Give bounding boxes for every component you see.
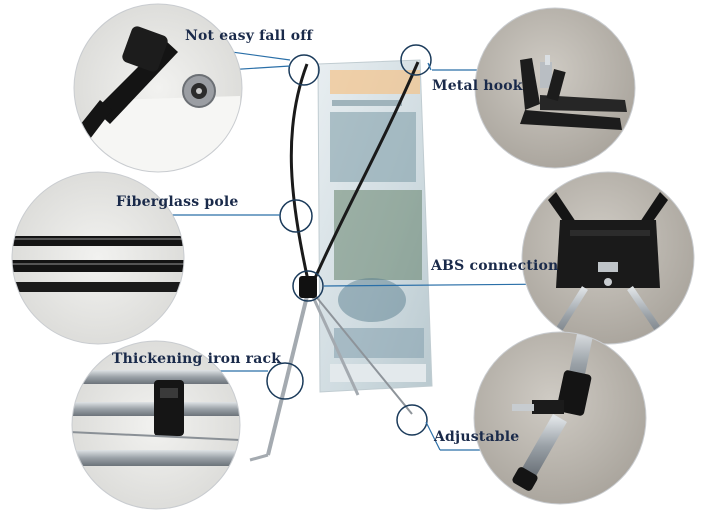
label-abs-connection: ABS connection <box>431 258 559 274</box>
label-adjustable: Adjustable <box>434 429 520 445</box>
detail-fiberglass-pole <box>12 172 184 344</box>
detail-frame <box>474 7 636 169</box>
detail-frame <box>71 340 241 510</box>
detail-thickening-iron-rack <box>72 341 240 509</box>
label-metal-hook: Metal hook <box>432 78 523 94</box>
zoom-circle-marker-rack <box>266 362 304 400</box>
zoom-circle-marker-pole <box>279 199 313 233</box>
zoom-circle-marker-foot <box>396 404 428 436</box>
rod-back <box>307 287 360 396</box>
label-thickening-iron-rack: Thickening iron rack <box>112 351 282 367</box>
fiberglass-pole-left <box>289 63 311 286</box>
zoom-circle-marker-connector <box>292 270 324 302</box>
abs-connector <box>299 276 317 298</box>
zoom-circle-marker-top-right <box>400 44 432 76</box>
detail-frame <box>473 331 647 505</box>
detail-frame <box>11 171 185 345</box>
label-fiberglass-pole: Fiberglass pole <box>116 194 239 210</box>
zoom-circle-marker-top-left <box>288 54 320 86</box>
fiberglass-pole-right <box>310 61 420 286</box>
rod-front <box>266 287 311 456</box>
label-not-easy-fall-off: Not easy fall off <box>185 28 313 44</box>
detail-frame <box>73 3 243 173</box>
detail-abs-connection <box>522 172 694 344</box>
x-banner-stand <box>249 44 433 462</box>
detail-frame <box>521 171 695 345</box>
detail-adjustable <box>474 332 646 504</box>
rod-diagonal <box>308 287 413 415</box>
detail-not-easy-fall-off <box>74 4 242 172</box>
detail-metal-hook <box>475 8 635 168</box>
